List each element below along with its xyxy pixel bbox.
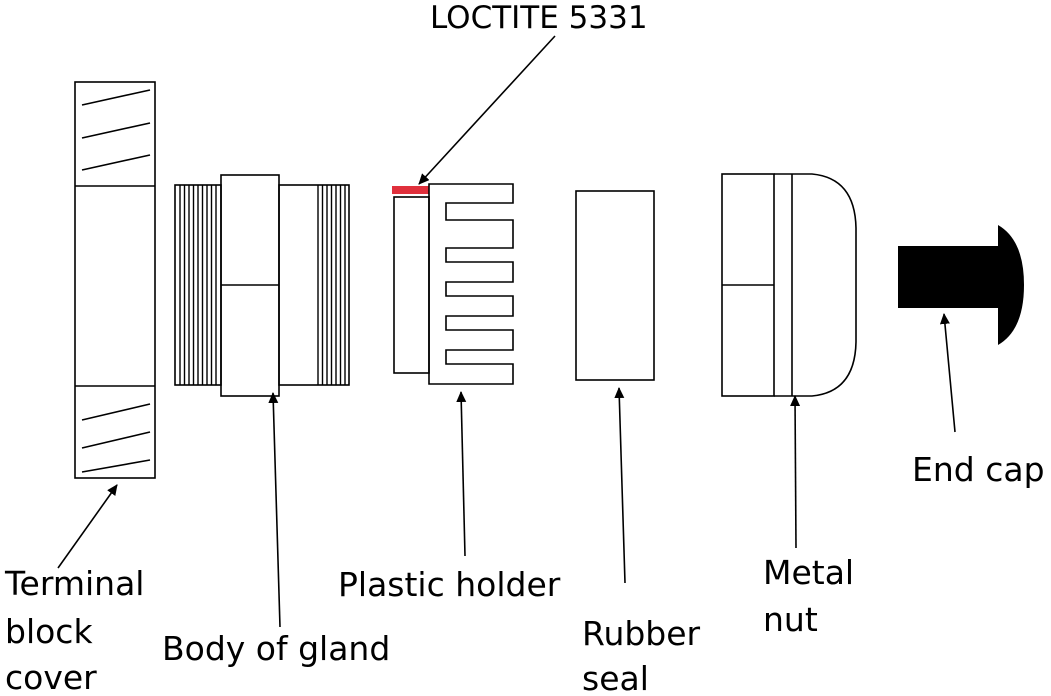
arrow-end-cap (939, 313, 956, 433)
arrow-body-of-gland (268, 392, 281, 628)
rubber-seal-part (575, 190, 655, 381)
arrow-plastic-holder (456, 391, 467, 557)
terminal-block-cover-label: Terminal block cover (4, 564, 155, 696)
arrow-loctite (418, 35, 556, 185)
rubber-seal-label: Rubber seal (582, 614, 711, 696)
end-cap-label: End cap (912, 450, 1045, 489)
leader-arrows (57, 35, 956, 628)
arrow-rubber-seal (614, 387, 626, 584)
arrow-metal-nut (790, 395, 801, 549)
loctite-label: LOCTITE 5331 (430, 0, 648, 36)
arrow-terminal-block-cover (57, 484, 118, 569)
body-of-gland-part (174, 174, 350, 397)
terminal-block-cover-part (74, 81, 156, 479)
metal-nut-label: Metal nut (763, 553, 865, 639)
loctite-strip (392, 186, 429, 194)
end-cap-part (898, 225, 1024, 345)
plastic-holder-part (392, 183, 514, 385)
metal-nut-part (721, 173, 857, 397)
body-of-gland-label: Body of gland (162, 629, 390, 668)
plastic-holder-label: Plastic holder (338, 565, 561, 604)
